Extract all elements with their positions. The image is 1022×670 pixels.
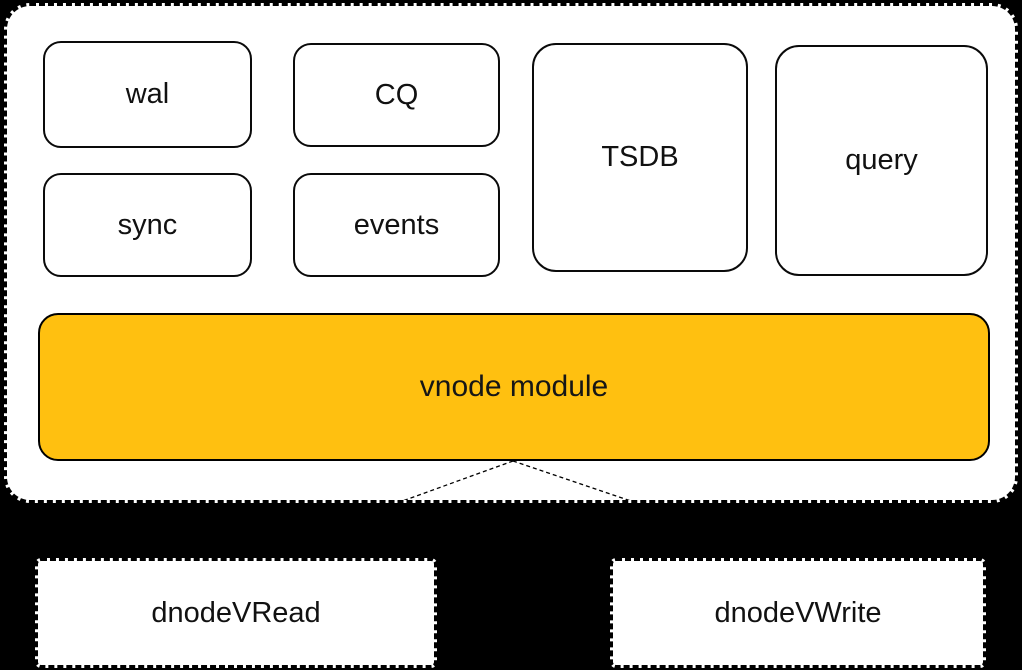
module-box-events: events	[293, 173, 500, 277]
module-label-cq: CQ	[374, 78, 419, 111]
dnode-vwrite-label: dnodeVWrite	[714, 596, 882, 629]
module-box-wal: wal	[43, 41, 252, 148]
dnode-vread-box: dnodeVRead	[35, 558, 437, 668]
vnode-module-bar: vnode module	[38, 313, 990, 461]
module-label-events: events	[353, 208, 440, 241]
vnode-module-label: vnode module	[419, 370, 609, 403]
module-box-query: query	[775, 45, 988, 276]
module-label-sync: sync	[117, 208, 178, 241]
module-box-sync: sync	[43, 173, 252, 277]
dnode-vwrite-box: dnodeVWrite	[610, 558, 986, 668]
module-label-query: query	[845, 144, 918, 176]
connector-line-to-dnodevwrite	[512, 460, 631, 500]
vnode-module-container: wal CQ sync events TSDB query vnode modu…	[4, 3, 1018, 503]
module-label-wal: wal	[125, 78, 170, 110]
module-label-tsdb: TSDB	[601, 141, 679, 173]
module-box-cq: CQ	[293, 43, 500, 147]
module-box-tsdb: TSDB	[532, 43, 748, 272]
dnode-vread-label: dnodeVRead	[151, 596, 321, 629]
connector-line-to-dnodevread	[403, 460, 514, 500]
